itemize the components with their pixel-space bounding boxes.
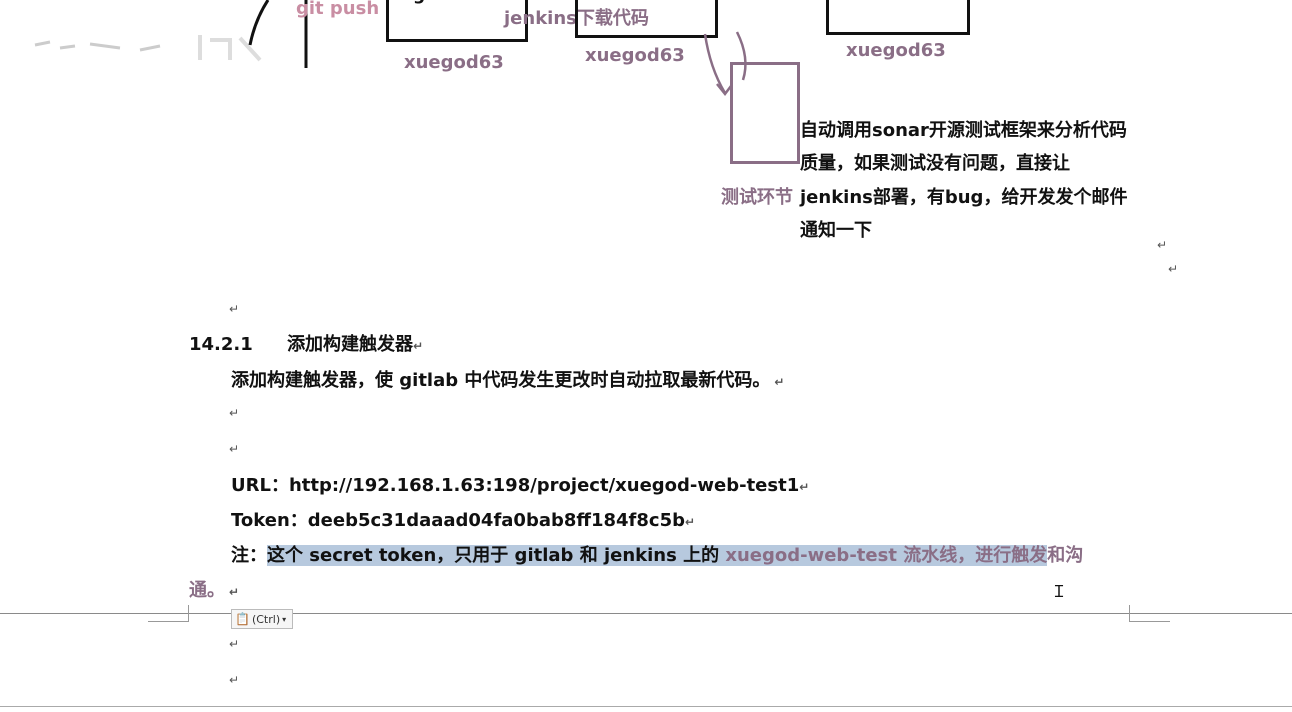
note-label: 注： [231, 545, 267, 566]
sonar-note-line-4: 通知一下 [800, 220, 872, 241]
page-bottom-border [0, 706, 1292, 707]
test-stage-box [730, 62, 800, 164]
token-line: Token：deeb5c31daaad04fa0bab8ff184f8c5b↵ [231, 506, 695, 532]
section-title: 添加构建触发器 [287, 334, 414, 355]
gitlab-box: gitlab [386, 0, 528, 42]
note-wrap-text: 通。 [189, 580, 225, 601]
note-wrap-line: 通。 ↵ [189, 576, 239, 602]
paragraph-mark: ↵ [799, 480, 810, 494]
paragraph-mark: ↵ [229, 585, 240, 599]
pen-stroke [248, 0, 308, 68]
paragraph-mark: ↵ [413, 339, 424, 353]
sonar-note-line-3: jenkins部署，有bug，给开发发个邮件 [800, 187, 1128, 208]
server-label-1: xuegod63 [404, 52, 504, 73]
paragraph-mark: ↵ [229, 406, 240, 420]
paragraph-mark: ↵ [684, 515, 696, 529]
section-number: 14.2.1 [189, 334, 253, 355]
section-heading: 14.2.1 添加构建触发器↵ [189, 330, 423, 356]
url-label: URL： [231, 475, 289, 496]
intro-text: 添加构建触发器，使 gitlab 中代码发生更改时自动拉取最新代码。 [231, 370, 771, 391]
test-arrow [703, 31, 747, 97]
paragraph-mark: ↵ [229, 673, 240, 687]
paragraph-mark: ↵ [229, 637, 240, 651]
sonar-note-line-2: 质量，如果测试没有问题，直接让 [800, 153, 1070, 174]
scribble-left [34, 35, 262, 62]
paragraph-mark: ↵ [229, 302, 240, 316]
server-label-3: xuegod63 [846, 40, 946, 61]
page-corner-mark [1129, 605, 1170, 622]
paste-options-label: (Ctrl) [251, 612, 281, 626]
deploy-box [826, 0, 970, 35]
test-stage-label: 测试环节 [721, 187, 793, 208]
page-corner-mark [148, 605, 189, 622]
gitlab-label: gitlab [413, 0, 469, 5]
jenkins-box [575, 0, 718, 38]
server-label-2: xuegod63 [585, 45, 685, 66]
url-value: http://192.168.1.63:198/project/xuegod-w… [288, 475, 800, 496]
paragraph-mark: ↵ [1168, 262, 1179, 276]
token-label: Token： [231, 510, 308, 531]
git-push-label: git push [296, 0, 380, 19]
paragraph-mark: ↵ [229, 442, 240, 456]
note-selected-text-2[interactable]: xuegod-web-test 流水线，进行触发 [725, 545, 1048, 566]
i-beam-cursor-icon: Ｉ [1051, 582, 1068, 601]
paragraph-mark: ↵ [774, 375, 785, 389]
page-break-line [0, 613, 1292, 614]
paragraph-mark: ↵ [1157, 238, 1168, 252]
chevron-down-icon: ▾ [282, 614, 287, 624]
paste-options-button[interactable]: 📋 (Ctrl) ▾ [231, 609, 293, 629]
token-value: deeb5c31daaad04fa0bab8ff184f8c5b [307, 510, 685, 531]
note-selected-text-1[interactable]: 这个 secret token，只用于 gitlab 和 jenkins 上的 [267, 545, 726, 566]
sonar-note-line-1: 自动调用sonar开源测试框架来分析代码 [800, 120, 1127, 141]
note-line[interactable]: 注：这个 secret token，只用于 gitlab 和 jenkins 上… [231, 541, 1083, 567]
clipboard-icon: 📋 [235, 612, 250, 626]
url-line: URL：http://192.168.1.63:198/project/xueg… [231, 471, 809, 497]
note-tail: 和沟 [1047, 545, 1084, 566]
intro-paragraph: 添加构建触发器，使 gitlab 中代码发生更改时自动拉取最新代码。↵ [231, 366, 784, 392]
